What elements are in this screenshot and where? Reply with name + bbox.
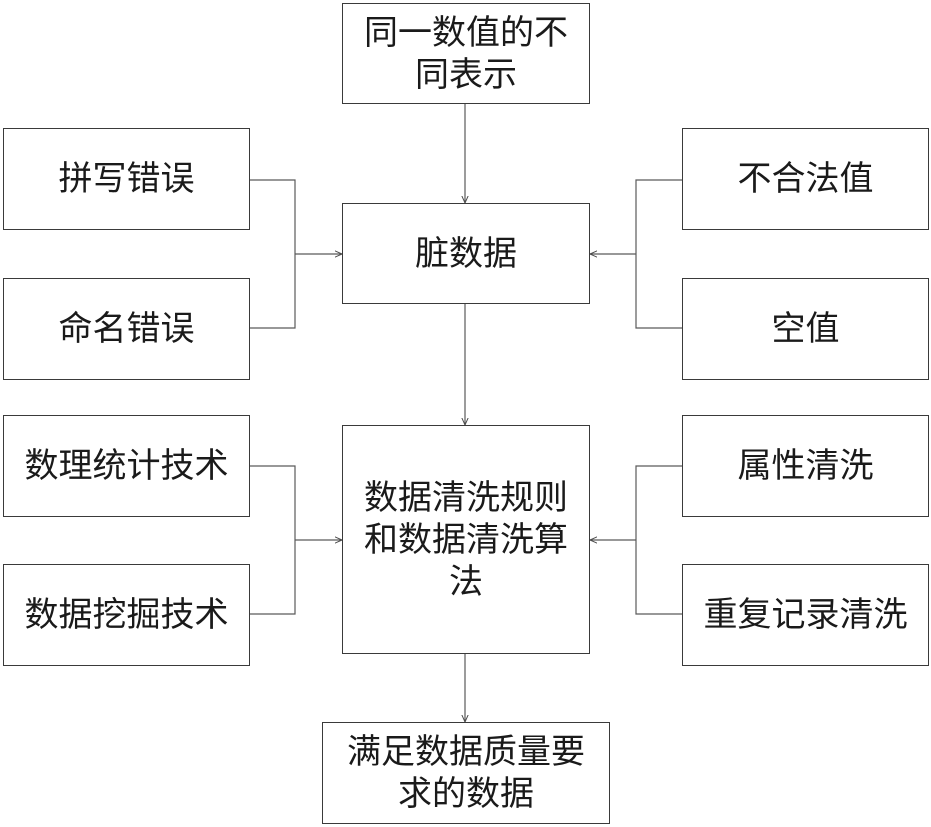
box-dirty-data: 脏数据 — [342, 203, 590, 304]
bracket-right-top — [635, 179, 682, 329]
box-quality-data-result: 满足数据质量要求的数据 — [322, 722, 610, 824]
box-spelling-error: 拼写错误 — [3, 128, 250, 230]
box-label: 命名错误 — [58, 309, 195, 349]
box-attribute-cleaning: 属性清洗 — [682, 415, 929, 517]
box-label: 不合法值 — [737, 159, 874, 199]
bracket-left-bottom — [250, 465, 296, 615]
box-data-mining-technique: 数据挖掘技术 — [3, 564, 250, 666]
box-illegal-value: 不合法值 — [682, 128, 929, 230]
box-label: 同一数值的不同表示 — [364, 12, 568, 95]
bracket-left-top — [250, 179, 296, 329]
box-label: 重复记录清洗 — [703, 595, 908, 635]
box-statistics-technique: 数理统计技术 — [3, 415, 250, 517]
box-label: 拼写错误 — [58, 159, 195, 199]
box-label: 数据挖掘技术 — [24, 595, 229, 635]
box-cleaning-rules-and-algorithms: 数据清洗规则和数据清洗算法 — [342, 425, 590, 654]
box-label: 数理统计技术 — [24, 446, 229, 486]
box-label: 空值 — [771, 309, 840, 349]
bracket-right-bottom — [635, 465, 682, 615]
box-same-value-different-representation: 同一数值的不同表示 — [342, 3, 590, 104]
box-duplicate-record-cleaning: 重复记录清洗 — [682, 564, 929, 666]
box-label: 属性清洗 — [737, 446, 874, 486]
box-label: 满足数据质量要求的数据 — [347, 732, 585, 814]
box-naming-error: 命名错误 — [3, 278, 250, 380]
box-label: 数据清洗规则和数据清洗算法 — [364, 477, 568, 602]
box-label: 脏数据 — [415, 233, 517, 274]
box-null-value: 空值 — [682, 278, 929, 380]
